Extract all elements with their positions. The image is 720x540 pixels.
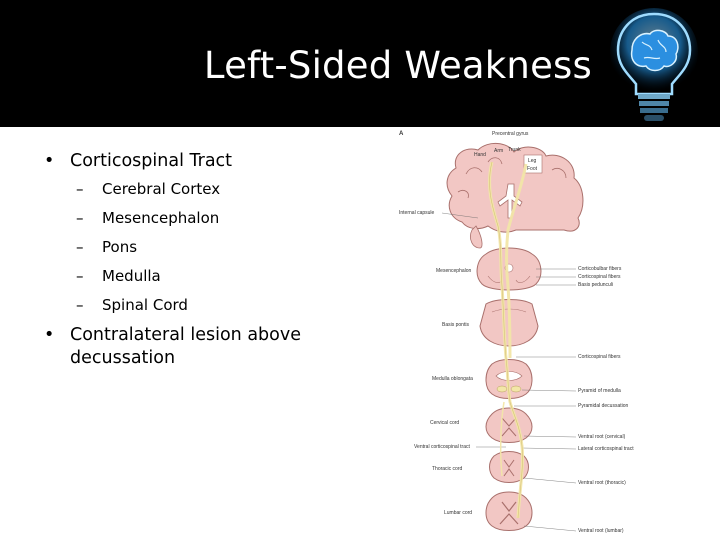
leg-label: Leg (528, 158, 537, 164)
brain-lightbulb-icon (610, 8, 698, 121)
sub-bullet-text: Cerebral Cortex (102, 180, 221, 198)
corticobulbar-fibers-label: Corticobulbar fibers (578, 266, 622, 272)
corticospinal-fibers-lower-label: Corticospinal fibers (578, 354, 621, 360)
sub-bullet-text: Spinal Cord (102, 296, 188, 314)
sub-bullet-item: –Medulla (76, 267, 161, 285)
bullet-text: Contralateral lesion above decussation (70, 325, 301, 368)
ventral-root-cervical-label: Ventral root (cervical) (578, 434, 626, 440)
thoracic-cord-section (489, 451, 529, 483)
sub-bullet-text: Mesencephalon (102, 209, 220, 227)
ventral-corticospinal-tract-label: Ventral corticospinal tract (414, 444, 470, 450)
panel-letter: A (399, 131, 404, 137)
mesencephalon-section (476, 247, 542, 291)
corticospinal-fibers-label: Corticospinal fibers (578, 274, 621, 280)
arm-label: Arm (494, 148, 503, 154)
title-bar: Left-Sided Weakness (0, 0, 720, 127)
sub-bullet-item: –Cerebral Cortex (76, 180, 221, 198)
sub-bullet-text: Pons (102, 238, 138, 256)
pyramidal-decussation-label: Pyramidal decussation (578, 403, 629, 409)
sub-bullet-text: Medulla (102, 267, 161, 285)
mesencephalon-label: Mesencephalon (436, 268, 472, 274)
bullet-item: •Corticospinal Tract (44, 151, 233, 171)
cervical-cord-section (485, 407, 533, 443)
basis-pedunculi-label: Basis pedunculi (578, 282, 613, 288)
bullet-list: •Corticospinal Tract –Cerebral Cortex –M… (40, 150, 330, 376)
sub-bullet-item: –Spinal Cord (76, 296, 188, 314)
lumbar-cord-label: Lumbar cord (444, 510, 472, 516)
trunk-label: Trunk (508, 147, 521, 153)
precentral-gyrus-label: Precentral gyrus (492, 131, 529, 137)
lumbar-cord-section (485, 491, 533, 531)
lateral-corticospinal-tract-label: Lateral corticospinal tract (578, 446, 634, 452)
bullet-text: Corticospinal Tract (70, 151, 233, 171)
medulla-oblongata-label: Medulla oblongata (432, 376, 473, 382)
basis-pontis-label: Basis pontis (442, 322, 469, 328)
ventral-root-thoracic-label: Ventral root (thoracic) (578, 480, 626, 486)
pyramid-of-medulla-label: Pyramid of medulla (578, 388, 621, 394)
hand-label: Hand (474, 152, 486, 158)
internal-capsule-label: Internal capsule (399, 210, 435, 216)
sub-bullet-item: –Pons (76, 238, 138, 256)
thoracic-cord-label: Thoracic cord (432, 466, 463, 472)
cervical-cord-label: Cervical cord (430, 420, 459, 426)
corticospinal-tract-diagram: A Precentral gyrus Hand Arm Trunk Leg Fo… (399, 131, 634, 534)
ventral-root-lumbar-label: Ventral root (lumbar) (578, 528, 624, 534)
cerebral-cortex-section (446, 143, 584, 249)
slide-title: Left-Sided Weakness (203, 44, 592, 87)
bullet-item: •Contralateral lesion above decussation (44, 325, 301, 368)
foot-label: Foot (527, 166, 538, 172)
sub-bullet-item: –Mesencephalon (76, 209, 220, 227)
